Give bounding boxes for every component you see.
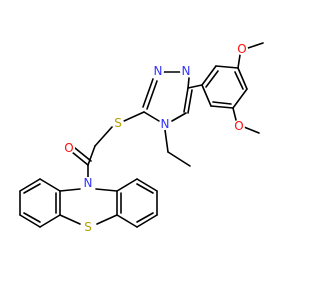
atom-n-triazole-4: N [159,117,171,131]
atom-n-triazole-1: N [152,64,164,78]
atom-symbol-n: N [161,117,170,131]
atom-o-methoxy-top: O [236,42,248,56]
atom-symbol-o: O [64,141,73,155]
atom-s-phenothiazine: S [82,220,94,234]
atom-labels: N N N S O N S O [63,42,248,234]
atom-symbol-o: O [237,42,246,56]
bond-lines [19,42,264,228]
atom-symbol-n: N [84,176,93,190]
atom-symbol-s: S [84,220,92,234]
atom-n-phenothiazine: N [82,176,94,190]
atom-symbol-n: N [182,64,191,78]
atom-symbol-s: S [114,116,122,130]
molecule-structure: N N N S O N S O [19,42,264,234]
atom-n-triazole-2: N [180,64,192,78]
atom-symbol-o: O [234,119,243,133]
atom-s-thioether: S [112,116,124,130]
atom-o-methoxy-bottom: O [233,119,245,133]
atom-o-carbonyl: O [63,141,75,155]
atom-symbol-n: N [154,64,163,78]
